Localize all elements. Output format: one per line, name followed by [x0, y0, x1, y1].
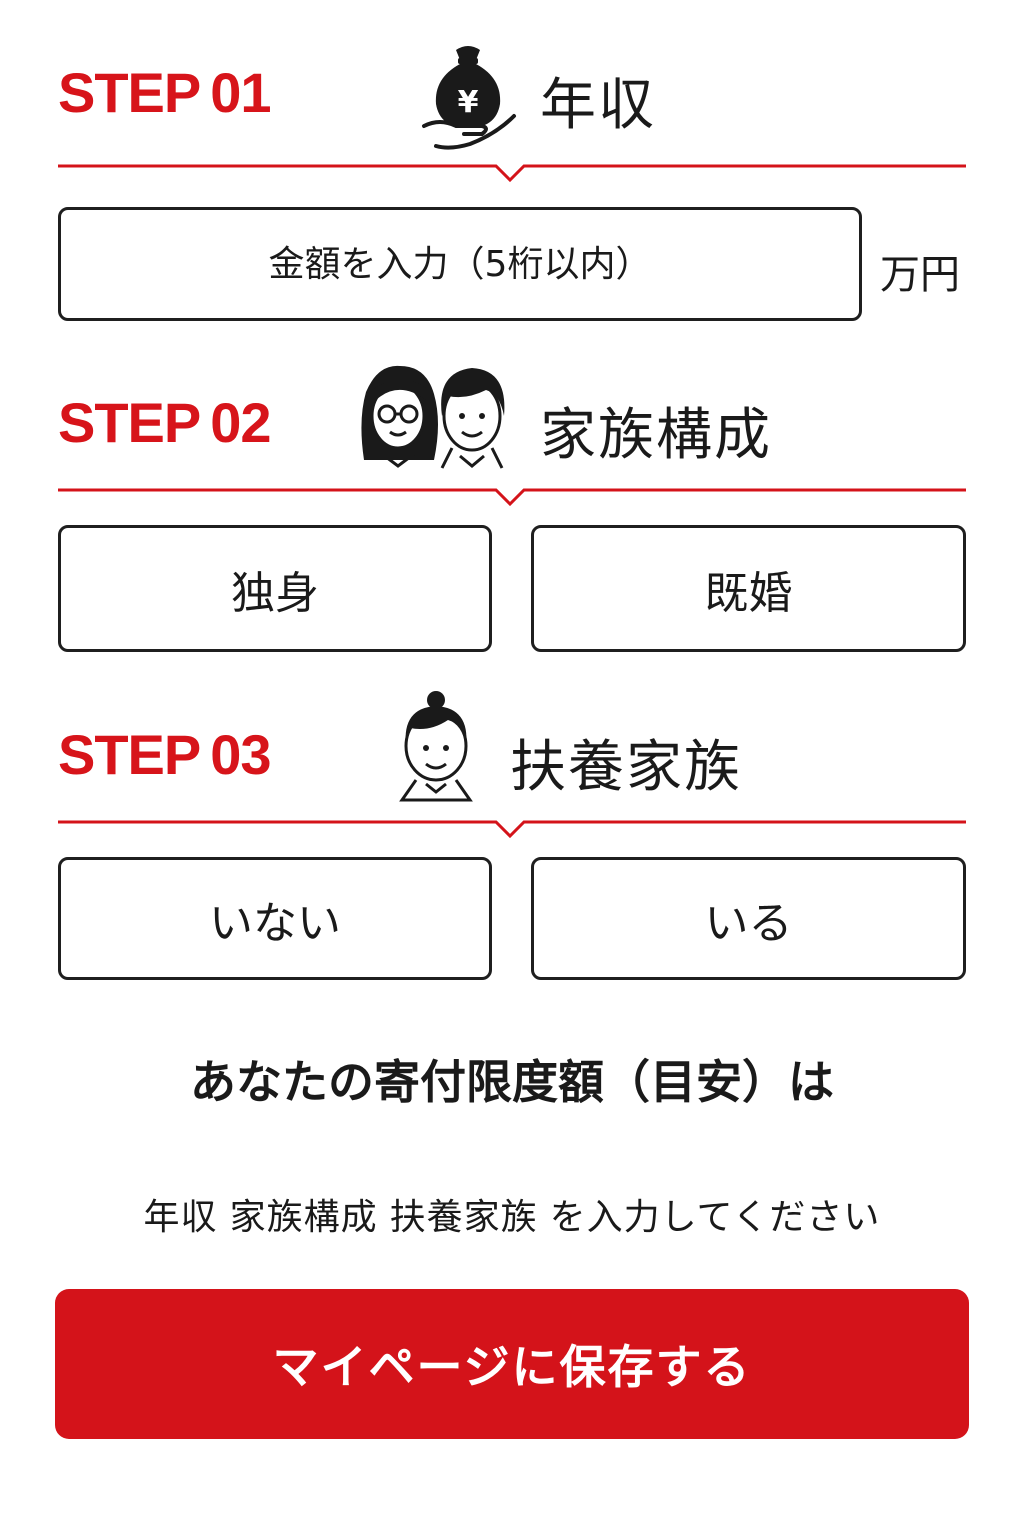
income-input[interactable] [58, 207, 862, 321]
step-02-title: 家族構成 [540, 403, 772, 468]
money-bag-hand-icon: ¥ [420, 42, 520, 160]
step-number: 02 [210, 391, 271, 454]
step-word: STEP [58, 61, 201, 124]
step-03-title: 扶養家族 [510, 735, 742, 800]
person-icon [396, 690, 476, 808]
income-unit: 万円 [880, 252, 960, 298]
step-word: STEP [58, 391, 201, 454]
step-03-divider [58, 820, 966, 839]
message-suffix: を入力してください [549, 1197, 881, 1238]
dependents-option-none-button[interactable]: いない [58, 857, 492, 980]
missing-item-family: 家族構成 [229, 1197, 378, 1238]
svg-text:¥: ¥ [458, 85, 479, 120]
result-heading: あなたの寄付限度額（目安）は [190, 1055, 834, 1109]
step-02-divider [58, 488, 966, 507]
step-word: STEP [58, 723, 201, 786]
save-to-mypage-button[interactable]: マイページに保存する [55, 1289, 969, 1439]
step-01-divider [58, 164, 966, 183]
family-option-married-button[interactable]: 既婚 [531, 525, 966, 652]
result-message: 年収家族構成扶養家族を入力してください [0, 1188, 1024, 1240]
family-option-single-button[interactable]: 独身 [58, 525, 492, 652]
step-number: 01 [210, 61, 271, 124]
step-01-title: 年収 [540, 73, 656, 138]
dependents-option-some-button[interactable]: いる [531, 857, 966, 980]
step-number: 03 [210, 723, 271, 786]
missing-item-dependents: 扶養家族 [389, 1197, 538, 1238]
missing-item-income: 年収 [143, 1197, 218, 1238]
couple-icon [356, 360, 516, 476]
